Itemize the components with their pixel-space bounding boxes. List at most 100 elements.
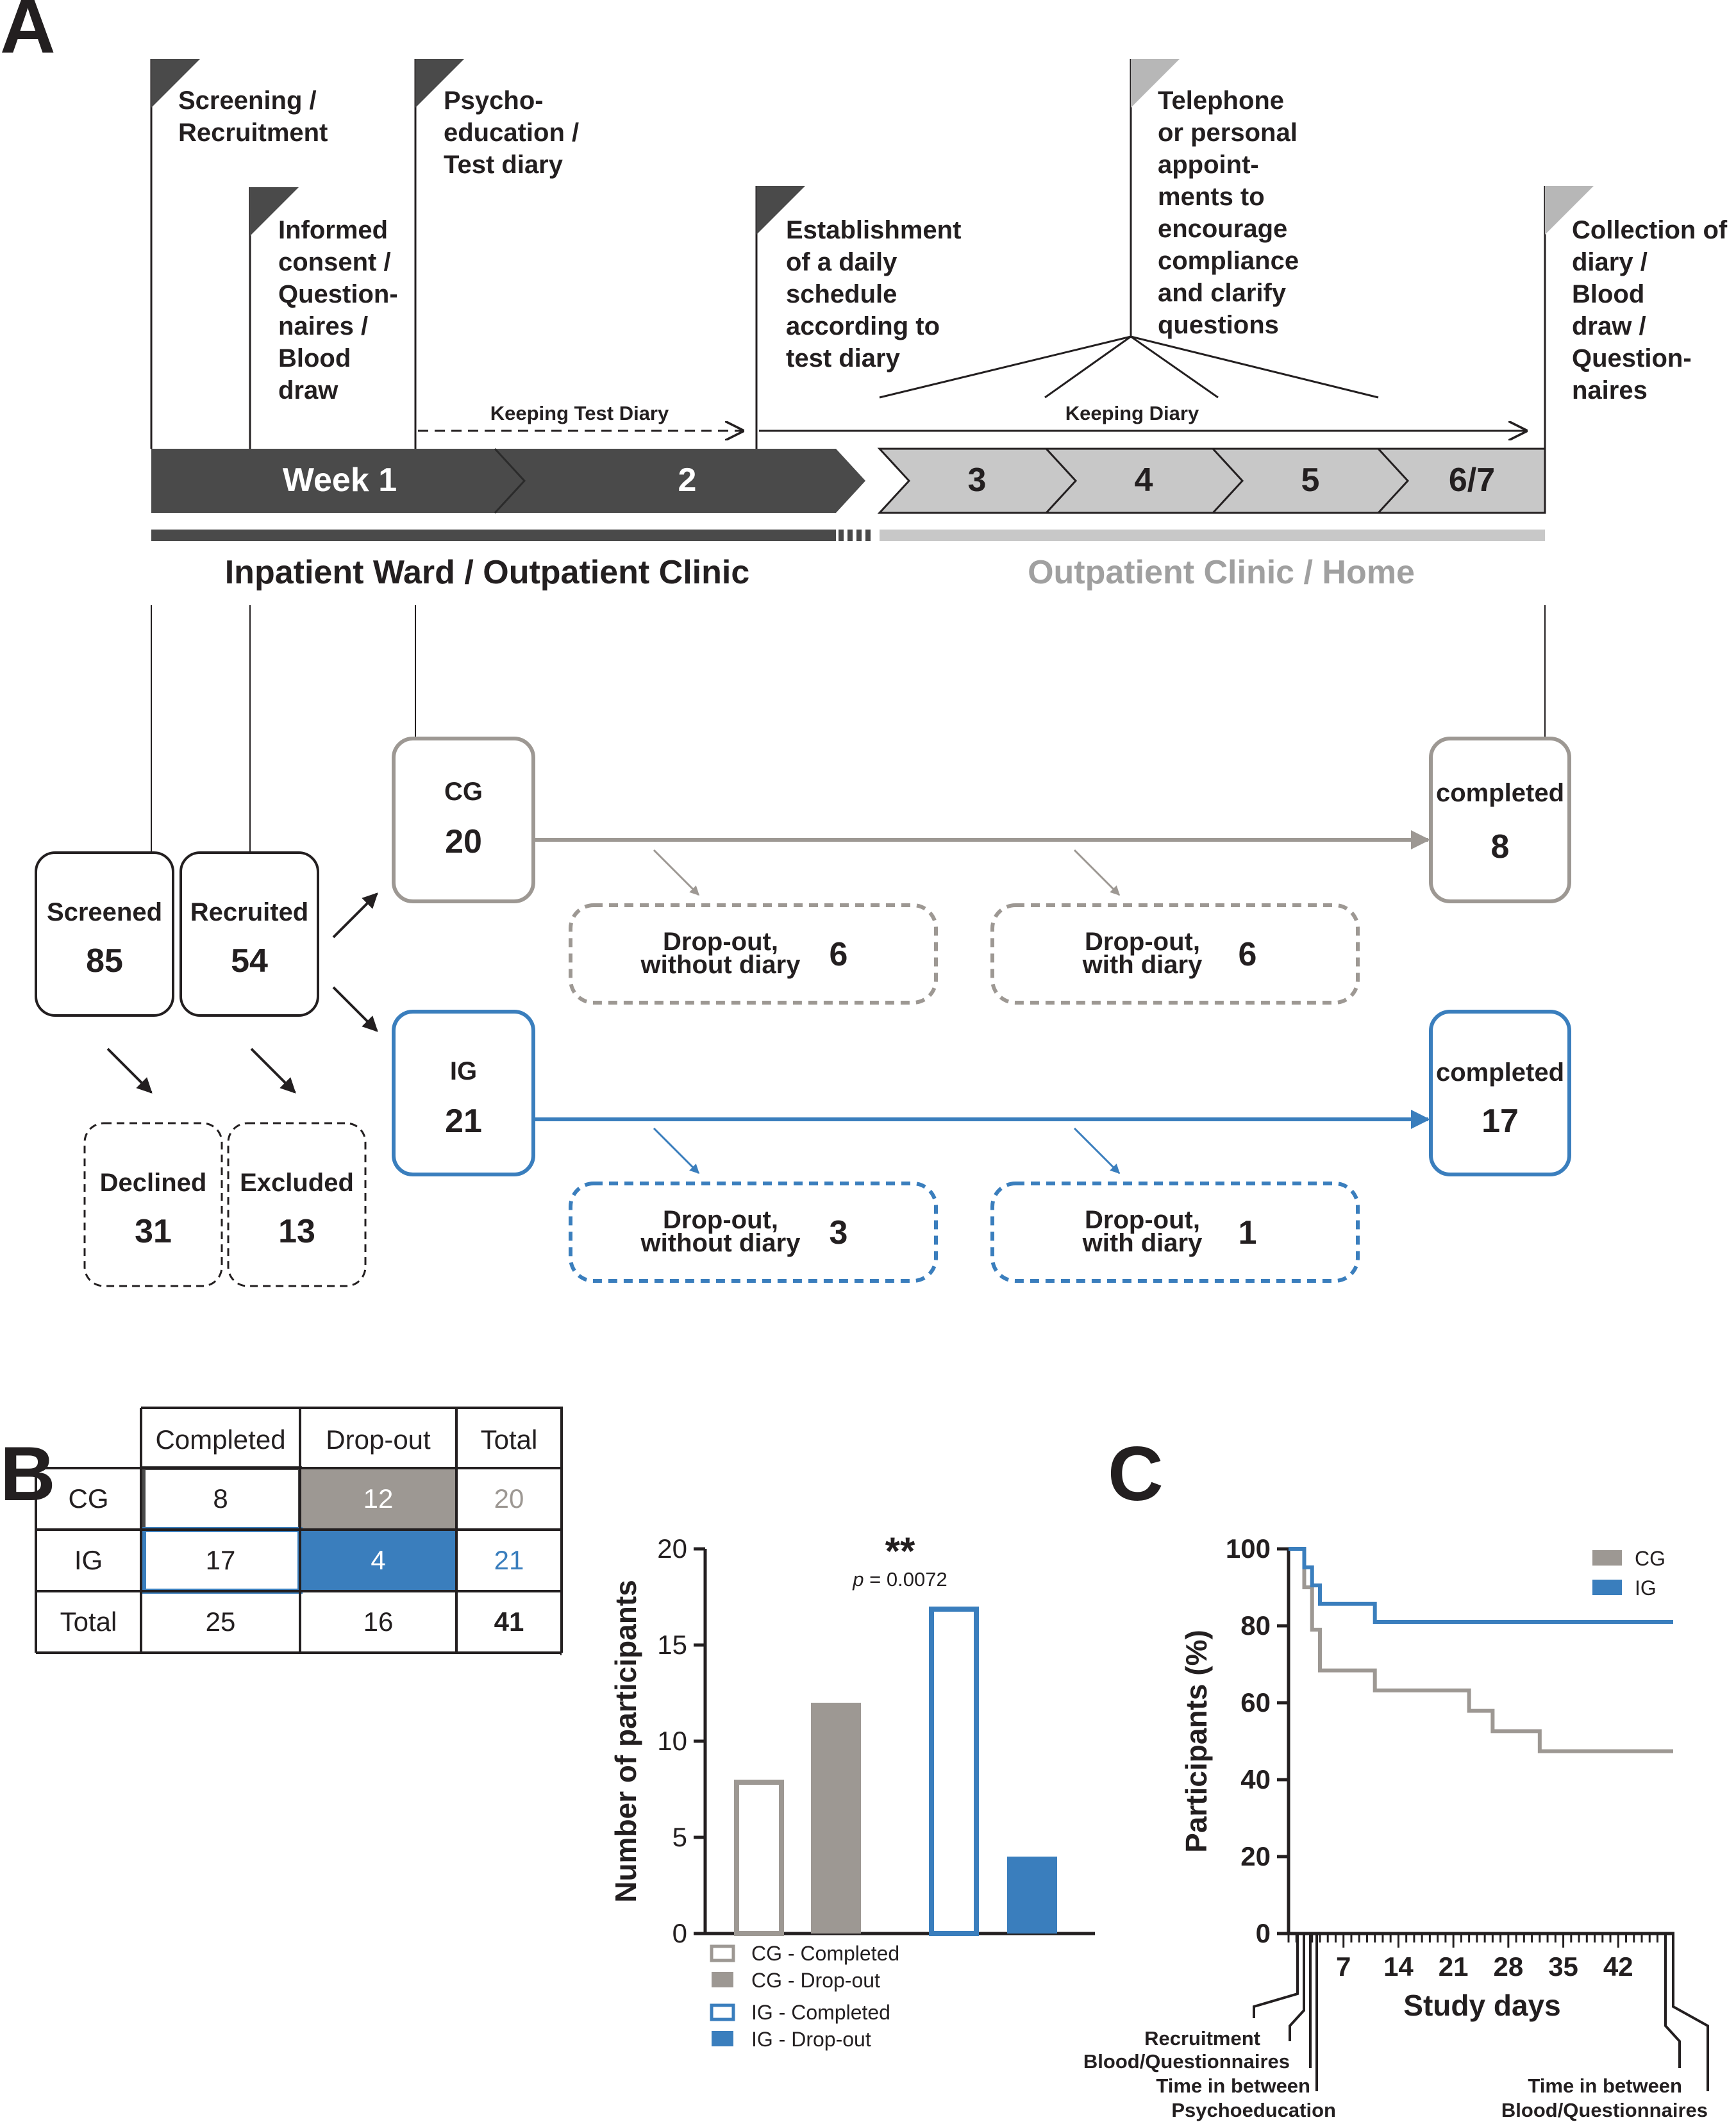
bar-ig-completed bbox=[929, 1607, 979, 1936]
flag-icon bbox=[1545, 186, 1594, 235]
table-row-cg-label: CG bbox=[69, 1483, 109, 1514]
ig-value: 21 bbox=[445, 1103, 482, 1140]
table-total-dropout: 16 bbox=[363, 1607, 394, 1637]
cell-ig-dropout-fill bbox=[300, 1530, 456, 1591]
bar-y-tick-label: 5 bbox=[672, 1822, 687, 1852]
ig-completed-value: 17 bbox=[1481, 1103, 1519, 1140]
week-5-label: 5 bbox=[1301, 462, 1320, 499]
flag-icon bbox=[1131, 59, 1180, 108]
recruited-value: 54 bbox=[231, 942, 268, 980]
cg-drop2-value: 6 bbox=[1239, 936, 1257, 973]
legend-ig-completed: IG - Completed bbox=[751, 2001, 890, 2024]
milestone-psycho: Psycho-education /Test diary bbox=[444, 87, 579, 179]
setting-outpatient-label: Outpatient Clinic / Home bbox=[1028, 554, 1415, 591]
cg-value: 20 bbox=[445, 823, 482, 860]
decline-arrows bbox=[106, 1048, 296, 1094]
table-total-total: 41 bbox=[494, 1607, 524, 1637]
ig-box bbox=[392, 1010, 535, 1176]
table-row-total-label: Total bbox=[60, 1607, 117, 1637]
flag-icon bbox=[415, 59, 464, 108]
declined-box bbox=[83, 1122, 223, 1287]
km-legend-cg: CG bbox=[1635, 1547, 1665, 1570]
bar-y-tick-label: 20 bbox=[657, 1533, 687, 1564]
cg-label: CG bbox=[444, 778, 483, 806]
table-header-completed: Completed bbox=[155, 1424, 285, 1455]
ig-drop1-arrow bbox=[653, 1127, 700, 1174]
km-legend-cg-swatch bbox=[1592, 1550, 1622, 1566]
ig-drop2-arrow bbox=[1073, 1127, 1121, 1174]
cg-box bbox=[392, 737, 535, 903]
km-y-tick-label: 0 bbox=[1256, 1918, 1271, 1948]
setting-inpatient-label: Inpatient Ward / Outpatient Clinic bbox=[225, 554, 750, 591]
annotation-blood-questionnaires-2: Blood/Questionnaires bbox=[1501, 2099, 1708, 2121]
declined-value: 31 bbox=[135, 1213, 172, 1250]
km-x-tick-label: 28 bbox=[1493, 1951, 1523, 1982]
keeping-test-diary-label: Keeping Test Diary bbox=[490, 402, 669, 424]
legend-cg-completed: CG - Completed bbox=[751, 1942, 899, 1965]
cg-drop2-arrow bbox=[1073, 849, 1121, 896]
km-line-ig bbox=[1289, 1547, 1673, 1624]
ig-drop2-box bbox=[990, 1182, 1360, 1283]
annotation-psychoeducation: Psychoeducation bbox=[1171, 2099, 1336, 2121]
setting-bar-inpatient bbox=[151, 530, 836, 541]
excluded-box bbox=[227, 1122, 367, 1287]
km-legend: CG IG bbox=[1592, 1547, 1665, 1600]
legend-cg-completed-swatch bbox=[710, 1944, 735, 1962]
cg-drop1-label: Drop-out,without diary bbox=[640, 928, 801, 979]
km-x-axis-title: Study days bbox=[1403, 1989, 1560, 2022]
bar-y-tick-label: 0 bbox=[672, 1918, 687, 1948]
km-x-tick-label: 14 bbox=[1383, 1951, 1414, 1982]
km-x-tick-label: 35 bbox=[1548, 1951, 1578, 1982]
screened-value: 85 bbox=[86, 942, 123, 980]
km-y-tick-label: 60 bbox=[1240, 1687, 1271, 1717]
table-header-dropout: Drop-out bbox=[326, 1424, 431, 1455]
declined-label: Declined bbox=[100, 1169, 207, 1197]
table-cg-dropout: 12 bbox=[363, 1483, 394, 1514]
panel-c-label: C bbox=[1108, 1431, 1164, 1517]
timeline-dark bbox=[151, 449, 865, 513]
setting-bar-transition bbox=[839, 530, 871, 541]
flag-icon bbox=[756, 186, 805, 235]
setting-bar-outpatient bbox=[880, 530, 1545, 541]
excluded-value: 13 bbox=[278, 1213, 315, 1250]
table-header-total: Total bbox=[481, 1424, 538, 1455]
contingency-table bbox=[35, 1407, 563, 1860]
week-2-label: 2 bbox=[678, 462, 697, 499]
screened-box bbox=[35, 851, 174, 1017]
bar-y-tick-label: 15 bbox=[657, 1630, 687, 1660]
group-arrows bbox=[332, 892, 378, 1032]
cg-drop2-label: Drop-out,with diary bbox=[1082, 928, 1203, 979]
km-legend-ig-swatch bbox=[1592, 1580, 1622, 1595]
legend-cg-dropout-swatch bbox=[712, 1972, 733, 1987]
cg-drop1-box bbox=[569, 903, 938, 1005]
ig-completed-label: completed bbox=[1436, 1058, 1564, 1087]
table-cg-completed: 8 bbox=[213, 1483, 228, 1514]
week-3-label: 3 bbox=[968, 462, 987, 499]
km-x-tick-label: 7 bbox=[1336, 1951, 1351, 1982]
week-1-label: Week 1 bbox=[283, 462, 397, 499]
ig-drop1-value: 3 bbox=[830, 1214, 848, 1251]
annotation-blood-questionnaires-1: Blood/Questionnaires bbox=[1083, 2050, 1290, 2073]
keeping-diary-label: Keeping Diary bbox=[1065, 402, 1199, 424]
table-ig-dropout: 4 bbox=[371, 1545, 385, 1575]
ig-drop1-box bbox=[569, 1182, 938, 1283]
flow-connectors bbox=[151, 605, 1546, 853]
panel-b-label: B bbox=[0, 1431, 56, 1517]
cg-drop1-value: 6 bbox=[830, 936, 848, 973]
km-annotations: Recruitment Blood/Questionnaires Time in… bbox=[1083, 1934, 1709, 2121]
cg-completed-label: completed bbox=[1436, 779, 1564, 807]
week-4-label: 4 bbox=[1135, 462, 1153, 499]
table-ig-total: 21 bbox=[494, 1545, 524, 1575]
km-y-tick-label: 80 bbox=[1240, 1610, 1271, 1641]
flag-icon bbox=[151, 59, 200, 108]
excluded-label: Excluded bbox=[240, 1169, 354, 1197]
table-texts: Completed Drop-out Total CG 8 12 20 IG 1… bbox=[60, 1424, 538, 1637]
significance-stars: ** bbox=[885, 1530, 915, 1573]
km-x-tick-label: 42 bbox=[1603, 1951, 1633, 1982]
annotation-leaders bbox=[1253, 1934, 1709, 2091]
